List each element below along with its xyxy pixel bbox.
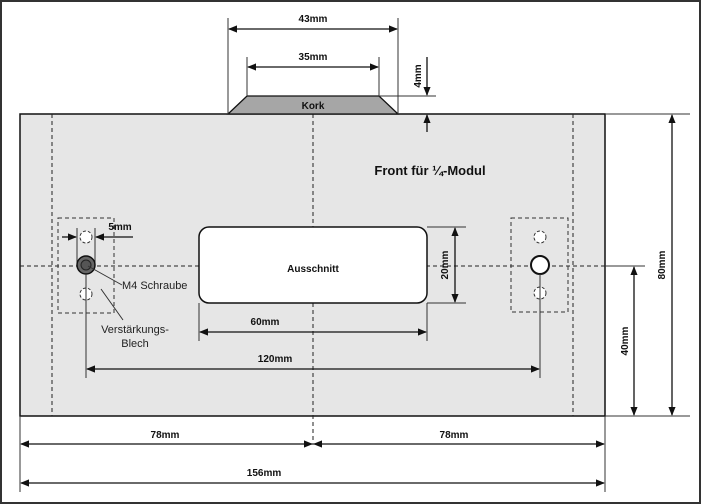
right-mounting-hole <box>530 255 550 275</box>
dim-label-cutout-height: 20mm <box>440 250 451 279</box>
dim-label-kork-outer: 43mm <box>299 14 328 25</box>
plate-label-line2: Blech <box>121 338 149 350</box>
dim-label-half-width-left: 78mm <box>151 430 180 441</box>
dim-label-total-height: 80mm <box>657 250 668 279</box>
screw-leader-line <box>87 265 123 286</box>
cutout <box>198 226 428 304</box>
dim-label-center-height: 40mm <box>620 326 631 355</box>
dim-label-half-width-right: 78mm <box>440 430 469 441</box>
plate-label-line1: Verstärkungs- <box>101 324 169 336</box>
drawing-title: Front für ¼-Modul <box>374 163 485 178</box>
dim-label-hole-spacing: 5mm <box>108 222 131 233</box>
right-upper-hole <box>533 230 547 244</box>
right-reinforcement-plate <box>510 217 569 313</box>
dim-label-kork-inner: 35mm <box>299 52 328 63</box>
kork-label: Kork <box>302 101 325 112</box>
dim-label-total-width: 156mm <box>247 468 282 479</box>
dim-label-hole-distance: 120mm <box>258 354 293 365</box>
plate-leader-line <box>100 288 124 321</box>
screw-label: M4 Schraube <box>122 280 187 292</box>
dim-label-cutout-width: 60mm <box>251 317 280 328</box>
cutout-label: Ausschnitt <box>287 264 339 275</box>
left-upper-hole <box>79 230 93 244</box>
m4-screw-head <box>80 259 92 271</box>
dim-label-kork-height: 4mm <box>413 64 424 87</box>
